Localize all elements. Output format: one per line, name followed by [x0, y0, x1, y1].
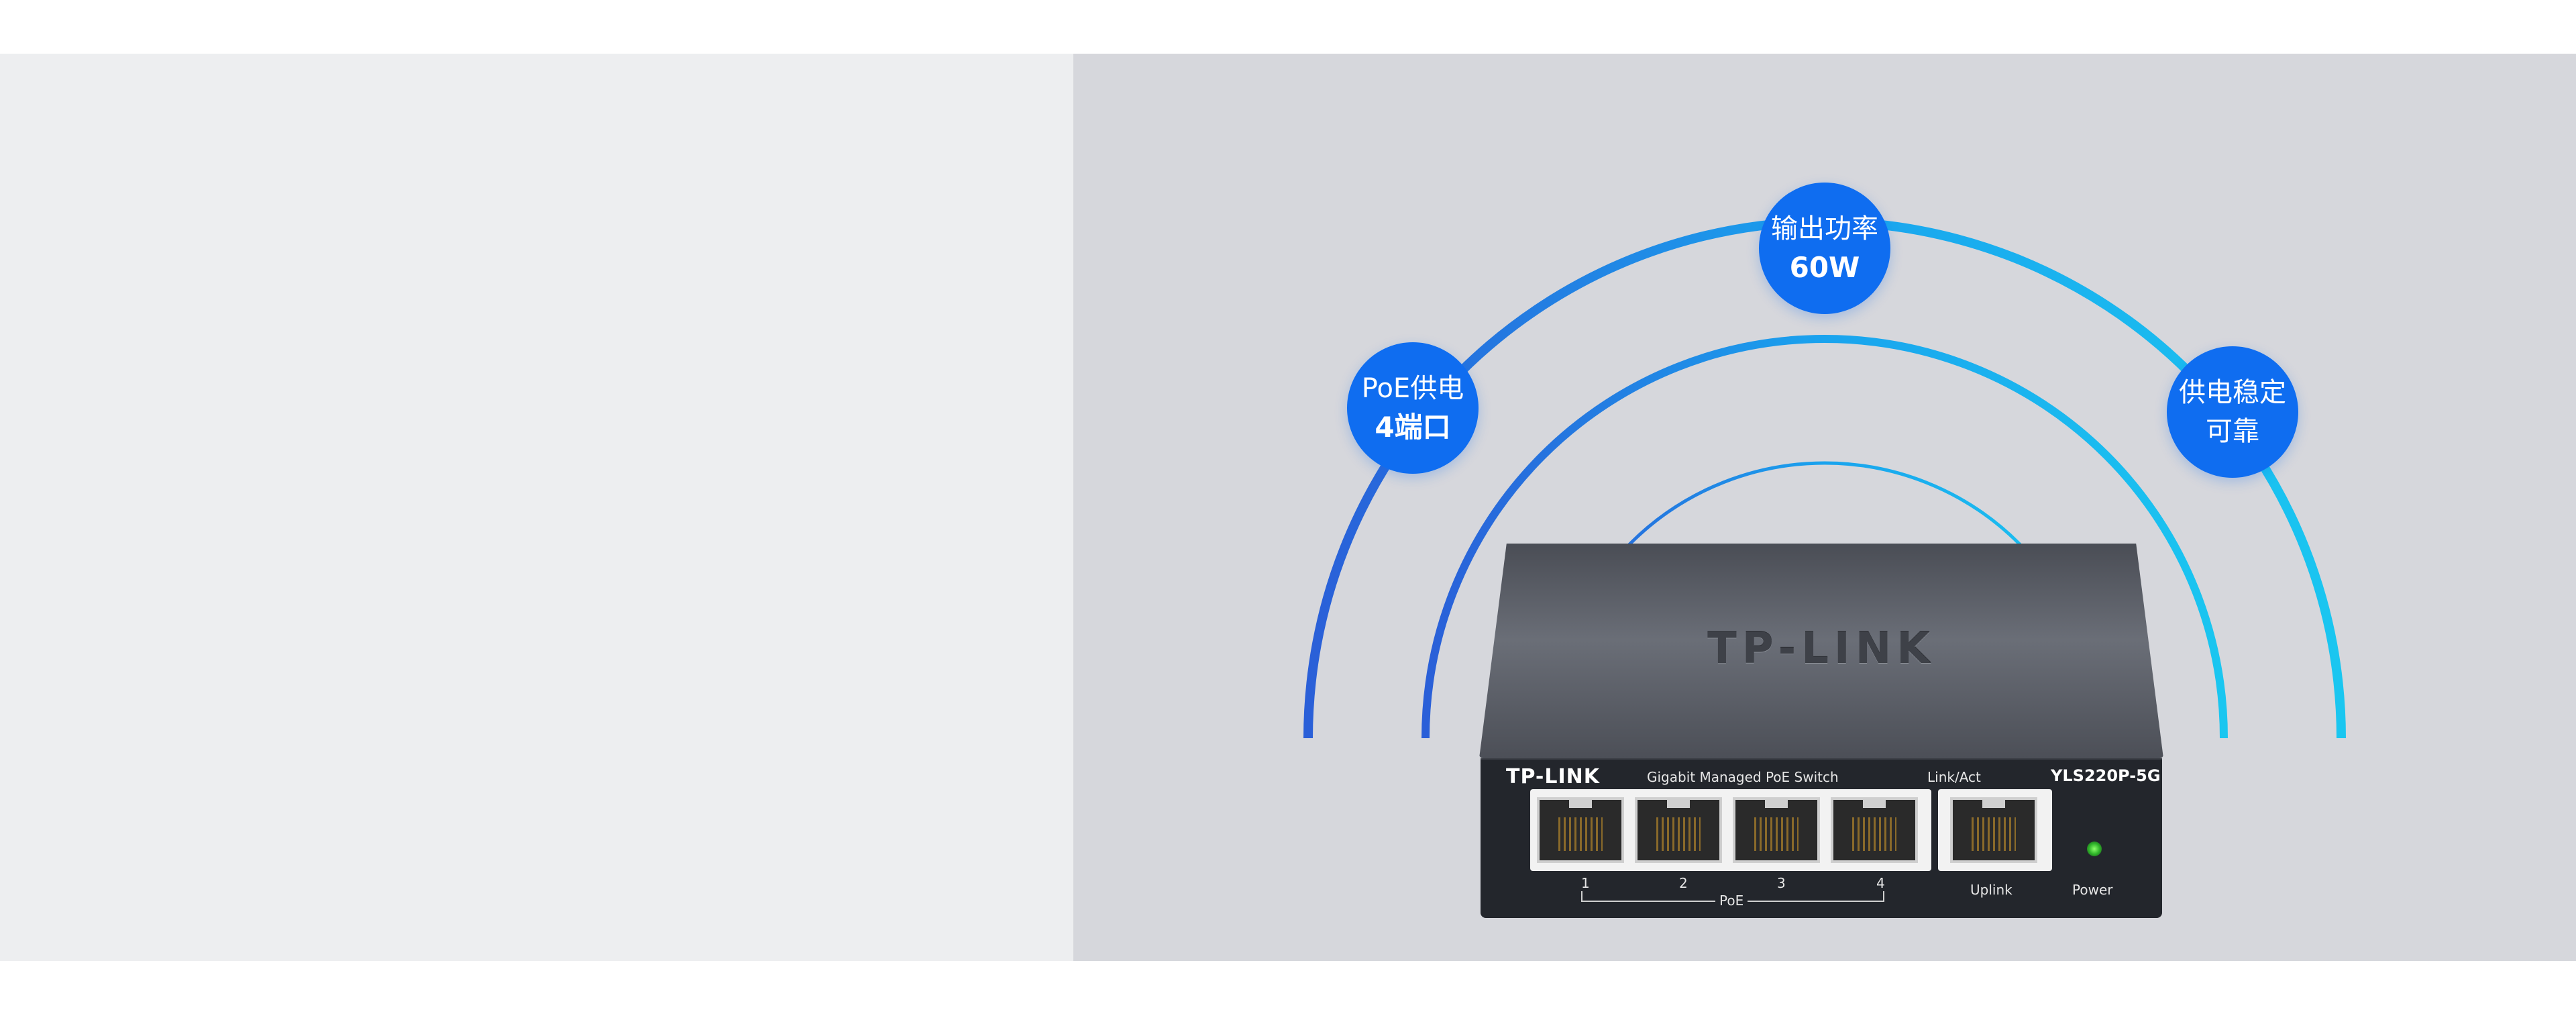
poe-port-block: [1530, 789, 1931, 871]
power-output-bubble: 输出功率 60W: [1759, 183, 1890, 314]
model-label: YLS220P-5G: [2051, 766, 2161, 785]
port-number-2: 2: [1679, 875, 1688, 891]
middle-arc: [1421, 335, 2228, 739]
stable-power-bubble: 供电稳定 可靠: [2167, 346, 2298, 478]
port-number-1: 1: [1581, 875, 1590, 891]
ethernet-port-4: [1831, 797, 1918, 863]
ethernet-port-1: [1537, 797, 1624, 863]
uplink-port-block: [1938, 789, 2052, 871]
switch-lid: [1479, 544, 2163, 758]
ethernet-port-2: [1635, 797, 1722, 863]
front-description: Gigabit Managed PoE Switch: [1647, 769, 1839, 785]
poe-switch-device: TP-LINK TP-LINK Gigabit Managed PoE Swit…: [1479, 544, 2163, 919]
bubble-poe-line1: PoE供电: [1361, 373, 1464, 404]
port-number-4: 4: [1876, 875, 1885, 891]
port-number-3: 3: [1777, 875, 1786, 891]
uplink-port: [1950, 797, 2037, 863]
bubble-power-line1: 输出功率: [1771, 213, 1878, 244]
left-panel: [0, 54, 1073, 961]
uplink-label: Uplink: [1970, 882, 2012, 898]
banner: 输出功率 60W PoE供电 4端口 供电稳定 可靠 TP-LINK TP-LI…: [0, 54, 2576, 961]
power-label: Power: [2072, 882, 2113, 898]
signal-arcs: [1303, 217, 2346, 739]
bubble-stable-line1: 供电稳定: [2179, 377, 2286, 408]
ethernet-port-3: [1733, 797, 1820, 863]
power-led-icon: [2087, 842, 2102, 856]
link-act-label: Link/Act: [1927, 769, 1981, 785]
poe-ports-bubble: PoE供电 4端口: [1347, 342, 1479, 474]
poe-label: PoE: [1715, 893, 1748, 909]
bubble-power-line2: 60W: [1789, 251, 1860, 284]
lid-logo: TP-LINK: [1707, 624, 1935, 674]
bubble-poe-line2: 4端口: [1375, 411, 1451, 444]
switch-front-panel: TP-LINK Gigabit Managed PoE Switch Link/…: [1481, 758, 2162, 918]
bubble-stable-line2: 可靠: [2206, 416, 2259, 447]
front-brand: TP-LINK: [1506, 765, 1601, 788]
